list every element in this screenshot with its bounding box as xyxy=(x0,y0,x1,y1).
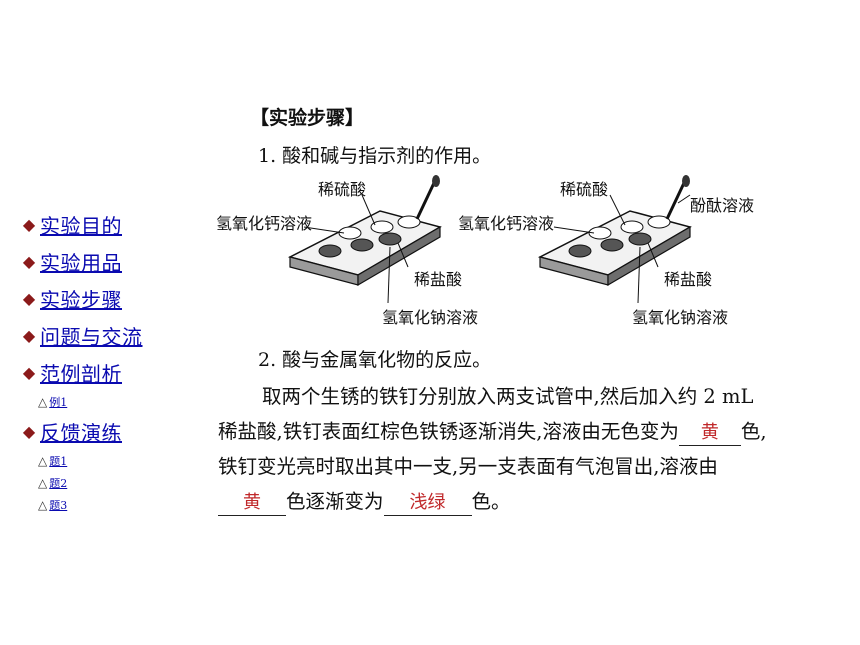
dropper-icon xyxy=(415,175,440,220)
label-calcium-hydroxide-right: 氢氧化钙溶液 xyxy=(458,214,554,233)
navigation-menu: ◆ 实验目的 ◆ 实验用品 ◆ 实验步骤 ◆ 问题与交流 ◆ 范例剖析 △ 例1… xyxy=(18,206,188,516)
diamond-bullet-icon: ◆ xyxy=(22,422,36,441)
diamond-bullet-icon: ◆ xyxy=(22,326,36,345)
nav-sub-link-q3[interactable]: 题3 xyxy=(49,499,68,512)
nav-sub-item-q2[interactable]: △ 题2 xyxy=(18,472,188,494)
nav-link-examples[interactable]: 范例剖析 xyxy=(40,362,122,386)
nav-sub-item-q3[interactable]: △ 题3 xyxy=(18,494,188,516)
spot-plate-figure: 稀硫酸 氢氧化钙溶液 稀盐酸 氢氧化钠溶液 稀硫酸 酚酞溶液 氢氧化钙溶液 稀盐… xyxy=(216,175,754,327)
nav-sub-item-example1[interactable]: △ 例1 xyxy=(18,391,188,413)
answer-blank-3: 浅绿 xyxy=(383,491,472,516)
nav-link-steps[interactable]: 实验步骤 xyxy=(40,288,122,312)
label-sulfuric-acid-left: 稀硫酸 xyxy=(318,180,366,199)
nav-sub-link-example1[interactable]: 例1 xyxy=(49,396,68,409)
nav-sub-link-q1[interactable]: 题1 xyxy=(49,455,68,468)
dropper-icon xyxy=(665,175,690,220)
triangle-marker-icon: △ xyxy=(38,498,48,512)
paragraph-text-3: 色逐渐变为 xyxy=(286,490,384,513)
section-heading: 【实验步骤】 xyxy=(250,107,365,129)
triangle-marker-icon: △ xyxy=(38,476,48,490)
diamond-bullet-icon: ◆ xyxy=(22,289,36,308)
nav-item-practice[interactable]: ◆ 反馈演练 xyxy=(18,413,188,450)
step1-title: 1. 酸和碱与指示剂的作用。 xyxy=(258,145,492,167)
nav-sub-item-q1[interactable]: △ 题1 xyxy=(18,450,188,472)
nav-link-practice[interactable]: 反馈演练 xyxy=(40,421,122,445)
diamond-bullet-icon: ◆ xyxy=(22,252,36,271)
label-sodium-hydroxide-right: 氢氧化钠溶液 xyxy=(632,308,728,327)
nav-item-supplies[interactable]: ◆ 实验用品 xyxy=(18,243,188,280)
answer-blank-2: 黄 xyxy=(218,491,286,516)
step2-title: 2. 酸与金属氧化物的反应。 xyxy=(258,349,492,371)
nav-item-examples[interactable]: ◆ 范例剖析 xyxy=(18,354,188,391)
label-hydrochloric-acid-left: 稀盐酸 xyxy=(414,270,462,289)
nav-link-supplies[interactable]: 实验用品 xyxy=(40,251,122,275)
nav-item-questions[interactable]: ◆ 问题与交流 xyxy=(18,317,188,354)
nav-item-steps[interactable]: ◆ 实验步骤 xyxy=(18,280,188,317)
nav-link-purpose[interactable]: 实验目的 xyxy=(40,214,122,238)
label-sulfuric-acid-right: 稀硫酸 xyxy=(560,180,608,199)
paragraph-text-1: 取两个生锈的铁钉分别放入两支试管中,然后加入约 2 mL 稀盐酸,铁钉表面红棕色… xyxy=(218,385,754,443)
step2-paragraph: 取两个生锈的铁钉分别放入两支试管中,然后加入约 2 mL 稀盐酸,铁钉表面红棕色… xyxy=(218,379,778,519)
paragraph-text-2: 色,铁钉变光亮时取出其中一支,另一支表面有气泡冒出,溶液由 xyxy=(218,420,767,478)
answer-blank-1: 黄 xyxy=(678,421,741,446)
spot-plate-left: 稀硫酸 氢氧化钙溶液 稀盐酸 氢氧化钠溶液 xyxy=(216,175,478,327)
diamond-bullet-icon: ◆ xyxy=(22,363,36,382)
label-sodium-hydroxide-left: 氢氧化钠溶液 xyxy=(382,308,478,327)
nav-link-questions[interactable]: 问题与交流 xyxy=(40,325,143,349)
label-hydrochloric-acid-right: 稀盐酸 xyxy=(664,270,712,289)
triangle-marker-icon: △ xyxy=(38,395,48,409)
label-phenolphthalein: 酚酞溶液 xyxy=(690,196,754,215)
nav-item-purpose[interactable]: ◆ 实验目的 xyxy=(18,206,188,243)
diamond-bullet-icon: ◆ xyxy=(22,215,36,234)
label-calcium-hydroxide-left: 氢氧化钙溶液 xyxy=(216,214,312,233)
spot-plate-right: 稀硫酸 酚酞溶液 氢氧化钙溶液 稀盐酸 氢氧化钠溶液 xyxy=(458,175,754,327)
nav-sub-link-q2[interactable]: 题2 xyxy=(49,477,68,490)
triangle-marker-icon: △ xyxy=(38,454,48,468)
paragraph-text-4: 色。 xyxy=(471,490,511,513)
